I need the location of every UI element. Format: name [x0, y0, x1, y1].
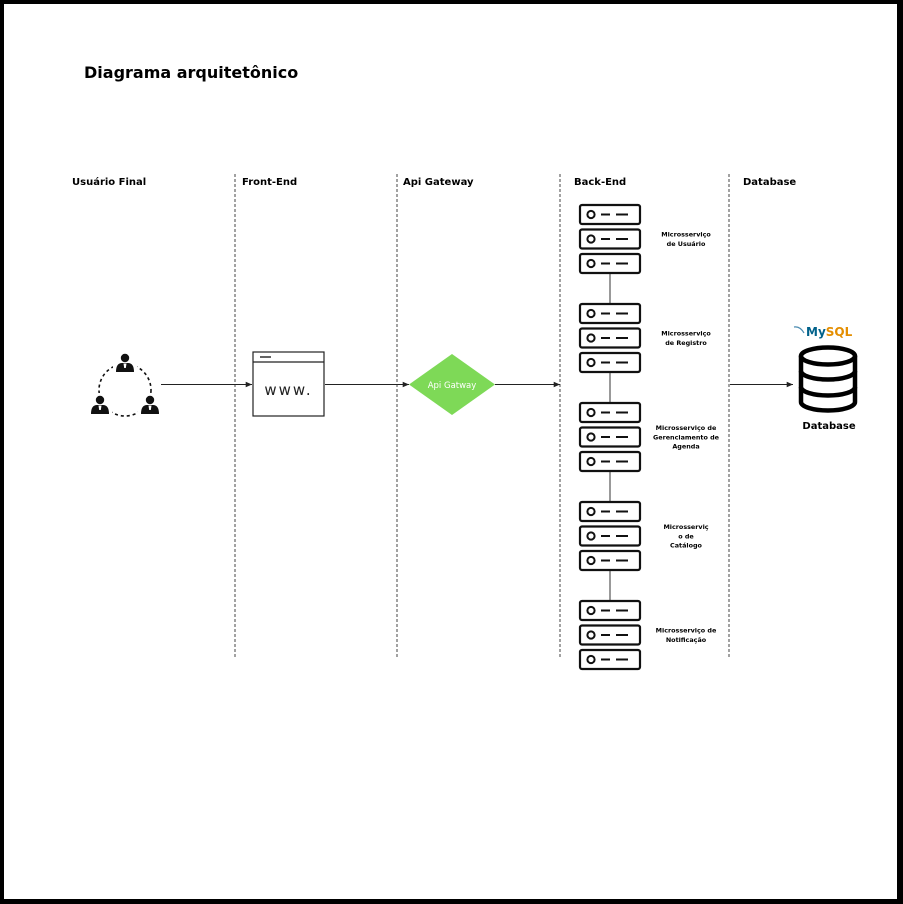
- browser-window-icon: www.: [252, 351, 325, 417]
- server-stack-icon: [578, 302, 642, 374]
- api-gateway-node: Api Gatway: [409, 354, 495, 415]
- server-stack-icon: [578, 500, 642, 572]
- microservice-label: Microsserviço de: [656, 627, 717, 635]
- diagram-title: Diagrama arquitetônico: [84, 63, 298, 82]
- gateway-label: Api Gatway: [428, 381, 477, 391]
- page-background: [4, 4, 897, 899]
- dolphin-icon: [793, 326, 805, 334]
- database-node: MySQL Database: [793, 325, 858, 432]
- microservice-label: Gerenciamento de: [653, 433, 720, 441]
- microservice-label: Microsserviç: [663, 523, 708, 531]
- microservice-label: o de: [678, 532, 694, 540]
- mysql-logo: MySQL: [793, 325, 853, 339]
- server-stack-icon: [578, 203, 642, 275]
- server-stack-icon: [578, 599, 642, 671]
- lane-label-front-end: Front-End: [242, 177, 297, 188]
- mysql-logo-my: My: [806, 325, 826, 339]
- microservice-label: Microsserviço de: [656, 424, 717, 432]
- lane-label-back-end: Back-End: [574, 177, 626, 188]
- microservice-label: Catálogo: [670, 542, 703, 550]
- lane-label-end-user: Usuário Final: [72, 176, 146, 188]
- microservice-label: de Usuário: [667, 240, 706, 248]
- server-stack-icon: [578, 401, 642, 473]
- database-cylinder-icon: [798, 345, 858, 413]
- microservice-label: de Registro: [665, 339, 707, 347]
- database-label: Database: [802, 421, 855, 432]
- gateway-diamond: [409, 354, 495, 415]
- lane-label-database: Database: [743, 177, 796, 188]
- microservice-label: Notificação: [666, 636, 707, 644]
- mysql-logo-sql: SQL: [826, 325, 853, 339]
- microservice-label: Microsserviço: [661, 330, 711, 338]
- www-text: www.: [264, 381, 312, 399]
- microservice-label: Microsserviço: [661, 231, 711, 239]
- lane-label-api-gateway: Api Gateway: [403, 177, 474, 188]
- microservice-label: Agenda: [672, 443, 699, 451]
- users-group-icon: [88, 351, 162, 417]
- svg-text:MySQL: MySQL: [806, 325, 853, 339]
